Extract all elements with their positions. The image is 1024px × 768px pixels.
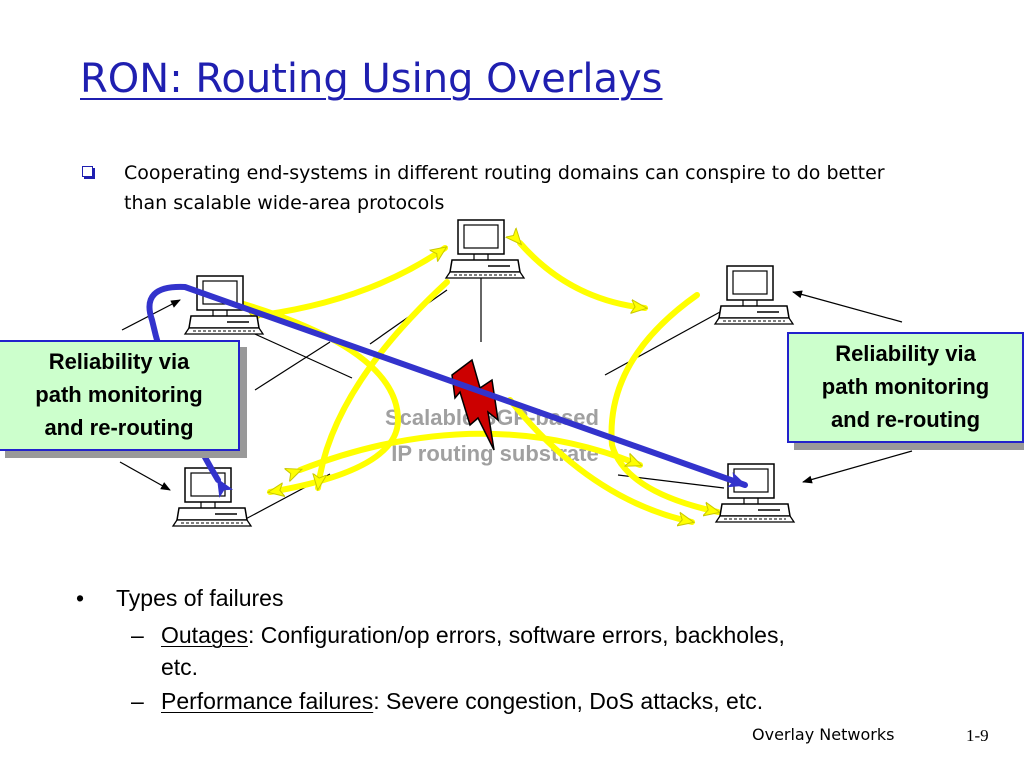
outside-arrow <box>802 450 913 484</box>
callout-left-line1: Reliability via <box>48 349 190 374</box>
slide-title: RON: Routing Using Overlays <box>80 56 663 102</box>
underlay-link <box>604 311 721 376</box>
outages-description: : Configuration/op errors, software erro… <box>247 622 785 648</box>
round-bullet: • <box>76 585 85 611</box>
computer-icon <box>445 219 525 279</box>
callout-right-line1: Reliability via <box>835 341 976 366</box>
outside-arrow <box>119 461 171 491</box>
callout-left-line3: and re-routing <box>44 415 194 440</box>
outages-description-cont: etc. <box>161 654 199 680</box>
callout-right: Reliability via path monitoring and re-r… <box>787 332 1024 443</box>
computer-icon <box>714 265 794 325</box>
callout-left: Reliability via path monitoring and re-r… <box>0 340 240 451</box>
main-bullet-text: Cooperating end-systems in different rou… <box>124 162 885 214</box>
computer-nodes <box>172 219 795 527</box>
overlay-link <box>608 292 718 512</box>
computer-icon <box>715 463 795 523</box>
callout-left-line2: path monitoring <box>35 382 203 407</box>
outside-arrow <box>792 290 903 323</box>
square-bullet-icon <box>82 166 93 177</box>
footer-label: Overlay Networks <box>752 725 895 744</box>
performance-term: Performance failures <box>161 688 374 714</box>
performance-description: : Severe congestion, DoS attacks, etc. <box>373 688 764 714</box>
underlay-link <box>254 341 331 391</box>
dash-bullet: – <box>131 622 144 648</box>
page-number: 1-9 <box>966 726 989 745</box>
overlay-link <box>300 430 640 470</box>
dash-bullet: – <box>131 688 144 714</box>
callout-right-line3: and re-routing <box>830 407 981 432</box>
computer-icon <box>172 467 252 527</box>
callout-right-line2: path monitoring <box>821 374 990 399</box>
outages-term: Outages <box>161 622 248 648</box>
overlay-link <box>262 245 448 315</box>
overlay-link <box>520 243 645 308</box>
failure-types-heading-text: Types of failures <box>116 585 284 611</box>
